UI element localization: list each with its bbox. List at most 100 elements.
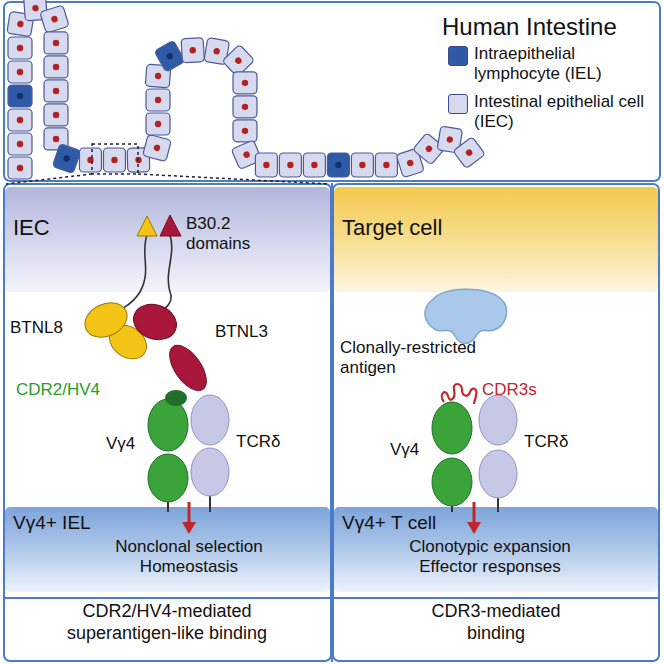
band-title: IEC <box>13 215 50 241</box>
cell-body <box>103 148 125 172</box>
cell-nucleus <box>111 157 117 163</box>
cell-nucleus <box>165 52 174 61</box>
cell-body <box>375 153 397 177</box>
zoom-box <box>92 144 138 174</box>
cell-body <box>8 109 32 131</box>
band-title: Target cell <box>342 215 442 241</box>
region-label: CDR3s <box>482 380 537 400</box>
epithelial-cell <box>44 32 68 54</box>
cell-nucleus <box>383 162 389 168</box>
cell-body <box>8 61 32 83</box>
vgamma4-domain <box>432 402 472 454</box>
chain-label: TCRδ <box>524 432 568 452</box>
cell-nucleus <box>17 117 23 123</box>
tcr-stalk <box>209 496 211 512</box>
cell-body <box>146 113 170 135</box>
zoom-line <box>6 174 92 184</box>
cell-nucleus <box>17 141 23 147</box>
protein-label: BTNL3 <box>215 322 268 342</box>
cell-nucleus <box>17 20 24 27</box>
epithelial-cell <box>8 133 32 155</box>
epithelial-cell <box>40 5 69 33</box>
chain-label: Vγ4 <box>390 440 419 460</box>
cell-nucleus <box>242 150 250 158</box>
tcr-left <box>148 390 229 534</box>
antigen-shape <box>425 289 507 343</box>
cell-body <box>8 157 32 179</box>
signal-arrowhead <box>467 522 481 534</box>
b30-domain <box>137 216 157 236</box>
cell-nucleus <box>63 154 71 162</box>
epithelial-cell <box>351 153 373 177</box>
epithelial-cell <box>146 113 170 135</box>
protein-label: BTNL8 <box>10 318 63 338</box>
btnl8-domain <box>79 296 132 344</box>
tcr-delta-domain <box>479 450 517 498</box>
epithelial-cell <box>233 96 257 118</box>
chain-label: Vγ4 <box>106 434 135 454</box>
cell-body <box>154 40 185 72</box>
cell-nucleus <box>155 121 161 127</box>
cell-nucleus <box>446 136 453 143</box>
panel-caption: CDR3-mediated binding <box>416 601 576 644</box>
target-band: Target cell <box>334 187 658 292</box>
legend-text: Intestinal epithelial cell (IEC) <box>474 92 656 133</box>
cell-body <box>233 120 257 142</box>
epithelial-cell <box>146 89 170 111</box>
cell-body <box>143 134 172 161</box>
cell-body <box>181 38 204 63</box>
cell-body <box>44 104 68 126</box>
vgamma4-domain <box>148 454 188 502</box>
epithelial-cell <box>8 61 32 83</box>
cell-body <box>79 148 101 172</box>
divider-line <box>331 183 333 662</box>
legend-text: Intraepithelial lymphocyte (IEL) <box>474 44 656 85</box>
iel-band: Vγ4+ IELNonclonal selection Homeostasis <box>5 507 330 592</box>
cell-nucleus <box>424 144 433 153</box>
cell-nucleus <box>53 40 59 46</box>
btnl8-stalk <box>118 235 147 312</box>
btnl3-domain <box>162 339 213 397</box>
tcr-delta-domain <box>191 395 229 445</box>
epithelial-cell <box>233 120 257 142</box>
epithelial-cell <box>8 37 32 59</box>
epithelial-cell <box>303 153 325 177</box>
b30-domain <box>160 215 181 236</box>
epithelial-cell <box>279 153 301 177</box>
tcell-band: Vγ4+ T cellClonotypic expansion Effector… <box>334 507 658 592</box>
cell-nucleus <box>465 148 474 157</box>
cell-nucleus <box>155 97 161 103</box>
zoom-line <box>138 174 330 184</box>
cell-nucleus <box>242 104 248 110</box>
cell-body <box>279 153 301 177</box>
cell-nucleus <box>242 128 248 134</box>
vgamma4-domain <box>148 399 188 451</box>
epithelial-cell <box>255 153 277 177</box>
tcr-right <box>432 384 517 534</box>
signal-arrowhead <box>182 522 196 534</box>
cell-body <box>8 37 32 59</box>
cell-body <box>327 153 349 177</box>
vgamma4-domain <box>432 458 472 506</box>
cell-nucleus <box>359 162 365 168</box>
tcr-delta-domain <box>479 395 517 445</box>
cell-nucleus <box>53 64 59 70</box>
epithelial-cell <box>375 153 397 177</box>
cell-nucleus <box>17 69 23 75</box>
epithelial-cell <box>181 38 204 63</box>
signal-arrow <box>188 502 191 524</box>
epithelial-cell <box>143 134 172 161</box>
cell-body <box>233 72 257 94</box>
epithelial-cell <box>154 40 185 72</box>
epithelial-cell <box>233 72 257 94</box>
band-title: Vγ4+ IEL <box>13 512 91 535</box>
cell-body <box>44 56 68 78</box>
chain-label: TCRδ <box>236 432 280 452</box>
outcome-text: Clonotypic expansion Effector responses <box>390 537 590 578</box>
cell-body <box>52 144 81 174</box>
intestine-strip <box>7 0 485 179</box>
cell-body <box>146 89 170 111</box>
cell-nucleus <box>155 73 162 80</box>
cell-nucleus <box>17 45 23 51</box>
